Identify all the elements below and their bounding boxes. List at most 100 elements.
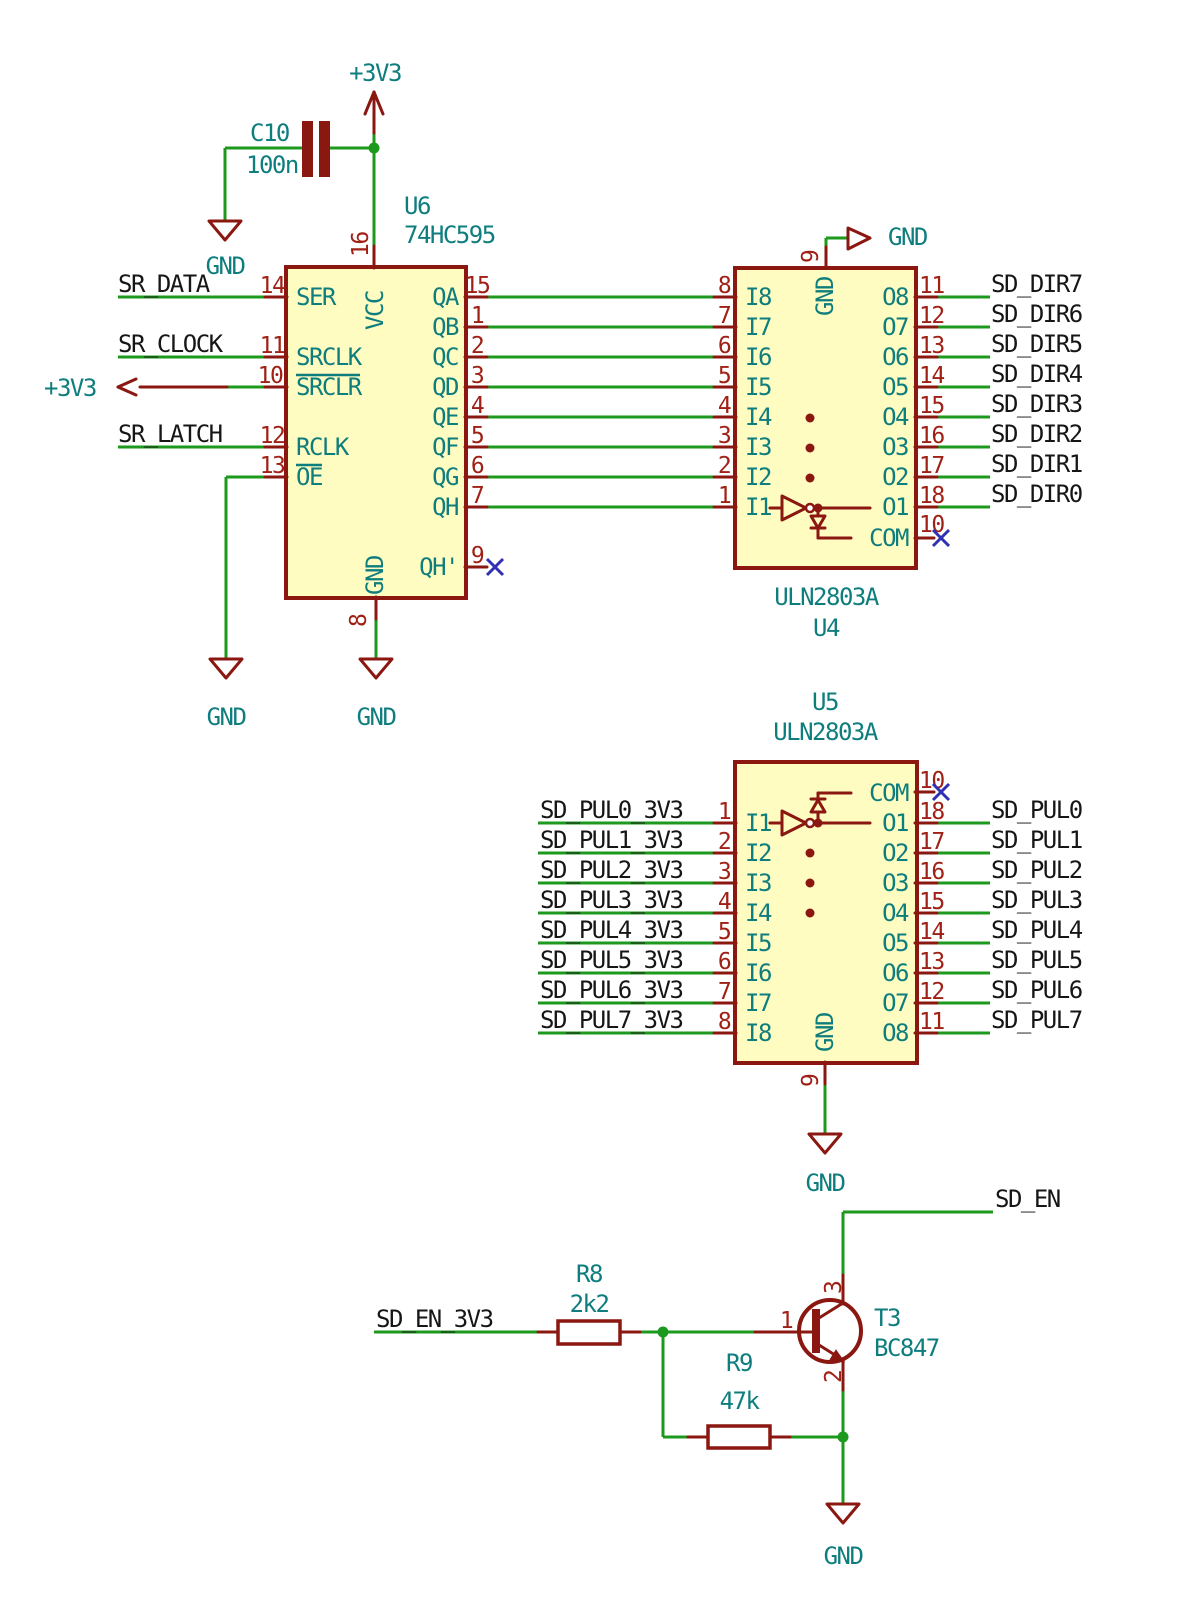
net-label-SD_PUL6[interactable]: SD_PUL6 [991,976,1083,1004]
c10-capacitor-plate[interactable] [302,121,313,177]
u6-74hc595-body[interactable] [284,265,468,600]
gnd-symbol[interactable] [825,1502,861,1525]
ref-U4[interactable]: U4 [813,614,841,642]
power-label-GND[interactable]: GND [888,223,928,251]
u6-pin-name[interactable]: QA [432,283,461,311]
net-label-SR_LATCH[interactable]: SR_LATCH [118,420,223,448]
net-label-SD_PUL7[interactable]: SD_PUL7 [991,1006,1083,1034]
u5-pin-name[interactable]: I6 [745,959,772,987]
u6-pin-name[interactable]: RCLK [296,433,351,461]
u5-pin-name[interactable]: O6 [882,959,909,987]
u5-pin-name[interactable]: I3 [745,869,772,897]
net-label-SD_PUL0[interactable]: SD_PUL0 [991,796,1083,824]
net-label-SD_PUL2_3V3[interactable]: SD_PUL2_3V3 [540,856,684,884]
net-label-SD_PUL1_3V3[interactable]: SD_PUL1_3V3 [540,826,684,854]
net-label-SD_EN_3V3[interactable]: SD_EN_3V3 [376,1305,494,1333]
ref-U5[interactable]: U5 [812,688,839,716]
u5-pin-name[interactable]: O1 [882,809,909,837]
u6-pin-name[interactable]: QB [432,313,460,341]
net-label-SD_EN[interactable]: SD_EN [995,1185,1061,1213]
net-label-SD_PUL4_3V3[interactable]: SD_PUL4_3V3 [540,916,684,944]
u4-pin-name[interactable]: O3 [882,433,909,461]
value-74HC595[interactable]: 74HC595 [404,221,496,249]
value-ULN2803A-u4[interactable]: ULN2803A [774,583,881,611]
gnd-symbol[interactable] [207,219,243,242]
u4-pin-name[interactable]: I2 [745,463,772,491]
u4-pin-name[interactable]: O6 [882,343,909,371]
r9-resistor-body[interactable] [706,1424,772,1450]
u6-pin-name[interactable]: VCC [361,291,389,330]
u4-pin-name[interactable]: O8 [882,283,909,311]
value-100n[interactable]: 100n [246,151,299,179]
net-label-SD_DIR5[interactable]: SD_DIR5 [991,330,1083,358]
u6-pin-name[interactable]: OE [296,463,323,491]
u5-pin-name[interactable]: COM [869,779,910,807]
u4-pin-name[interactable]: I7 [745,313,772,341]
net-label-SD_DIR2[interactable]: SD_DIR2 [991,420,1083,448]
u4-pin-name[interactable]: O5 [882,373,909,401]
u6-pin-name[interactable]: QH [432,493,459,521]
u5-pin-name[interactable]: O2 [882,839,909,867]
gnd-symbol[interactable] [208,657,244,680]
u5-pin-name[interactable]: I7 [745,989,772,1017]
u6-pin-name[interactable]: QC [432,343,459,371]
value-2k2[interactable]: 2k2 [570,1290,610,1318]
power-label-3V3[interactable]: +3V3 [44,374,97,402]
u6-pin-name[interactable]: SER [296,283,338,311]
net-label-SR_DATA[interactable]: SR_DATA [118,270,212,298]
u4-pin-name[interactable]: GND [811,277,839,316]
u4-pin-name[interactable]: O1 [882,493,909,521]
u4-pin-name[interactable]: O7 [882,313,909,341]
u6-pin-name[interactable]: QF [432,433,460,461]
t3-transistor-body[interactable] [797,1298,863,1364]
u5-pin-name[interactable]: I2 [745,839,772,867]
power-label-GND[interactable]: GND [206,252,246,280]
ref-R8[interactable]: R8 [576,1260,603,1288]
u6-pin-name[interactable]: SRCLK [296,343,364,371]
power-label-GND[interactable]: GND [357,703,397,731]
power-label-3V3[interactable]: +3V3 [349,59,402,87]
gnd-symbol[interactable] [807,1132,843,1155]
u4-pin-name[interactable]: I3 [745,433,772,461]
u4-pin-name[interactable]: I5 [745,373,772,401]
net-label-SD_PUL6_3V3[interactable]: SD_PUL6_3V3 [540,976,684,1004]
u6-pin-name[interactable]: GND [361,556,389,595]
net-label-SD_PUL3[interactable]: SD_PUL3 [991,886,1083,914]
u5-pin-name[interactable]: O8 [882,1019,909,1047]
uln-inverter[interactable] [780,809,808,837]
value-ULN2803A-u5[interactable]: ULN2803A [773,718,880,746]
net-label-SD_DIR1[interactable]: SD_DIR1 [991,450,1083,478]
ref-C10[interactable]: C10 [250,119,290,147]
ref-T3[interactable]: T3 [874,1304,901,1332]
net-label-SD_PUL4[interactable]: SD_PUL4 [991,916,1084,944]
u5-pin-name[interactable]: I4 [745,899,773,927]
u5-pin-name[interactable]: O3 [882,869,909,897]
power-label-GND[interactable]: GND [806,1169,846,1197]
u5-pin-name[interactable]: O4 [882,899,910,927]
u4-pin-name[interactable]: COM [869,524,910,552]
u4-pin-name[interactable]: I4 [745,403,773,431]
net-label-SD_PUL2[interactable]: SD_PUL2 [991,856,1083,884]
c10-capacitor-plate[interactable] [319,121,330,177]
uln-diode[interactable] [809,798,827,814]
u6-pin-name[interactable]: QG [432,463,459,491]
u4-pin-name[interactable]: I1 [745,493,772,521]
value-47k[interactable]: 47k [720,1387,762,1415]
net-label-SD_PUL5[interactable]: SD_PUL5 [991,946,1083,974]
uln-diode[interactable] [809,514,827,530]
u6-pin-name[interactable]: QE [432,403,459,431]
net-label-SD_DIR7[interactable]: SD_DIR7 [991,270,1083,298]
net-label-SD_DIR4[interactable]: SD_DIR4 [991,360,1084,388]
uln-inverter[interactable] [780,494,808,522]
u5-pin-name[interactable]: GND [811,1013,839,1052]
net-label-SD_PUL7_3V3[interactable]: SD_PUL7_3V3 [540,1006,684,1034]
u6-pin-name[interactable]: SRCLR [296,373,364,401]
u4-pin-name[interactable]: O4 [882,403,910,431]
u6-pin-name[interactable]: QD [432,373,459,401]
u4-pin-name[interactable]: I6 [745,343,772,371]
r8-resistor-body[interactable] [556,1319,622,1346]
u5-pin-name[interactable]: O7 [882,989,909,1017]
net-label-SD_DIR3[interactable]: SD_DIR3 [991,390,1083,418]
net-label-SD_PUL3_3V3[interactable]: SD_PUL3_3V3 [540,886,684,914]
